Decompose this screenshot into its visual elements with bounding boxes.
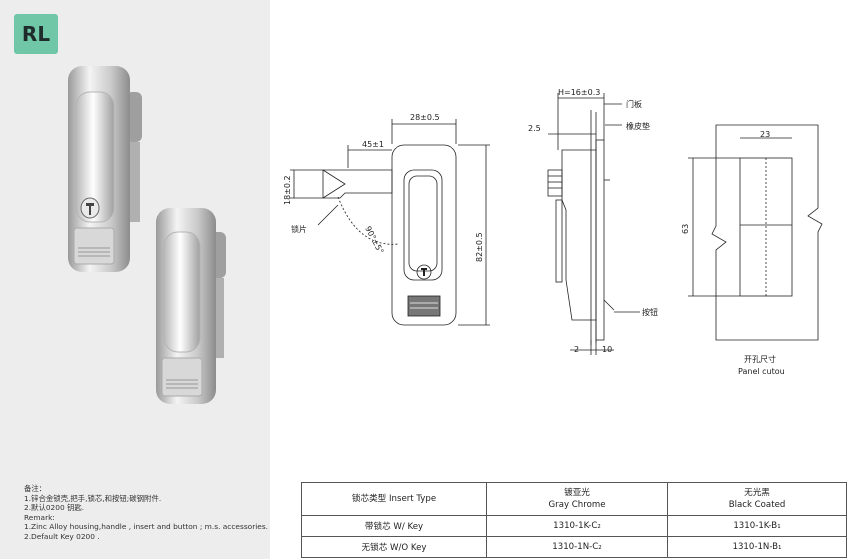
series-badge-label: RL	[21, 22, 51, 46]
dim-28: 28±0.5	[410, 113, 440, 122]
angle-label: 90°±5°	[363, 225, 385, 256]
side-view	[547, 93, 640, 355]
panel-cutout-view	[688, 124, 823, 341]
header-black-coated: 无光黑 Black Coated	[667, 482, 847, 516]
remarks: 备注： 1.锌合金锁壳,把手,锁芯,和按钮;碳钢附件. 2.默认0200 钥匙.…	[24, 484, 269, 542]
dim-h16: H=16±0.3	[558, 88, 600, 97]
dim-23: 23	[760, 130, 770, 139]
door-panel-label: 门板	[626, 99, 642, 109]
product-panel: RL	[0, 0, 270, 559]
cell-black: 1310-1N-B₁	[667, 536, 847, 558]
table-row: 无锁芯 W/O Key 1310-1N-C₂ 1310-1N-B₁	[301, 536, 847, 558]
button-label: 按钮	[642, 307, 658, 317]
spec-table: 锁芯类型 Insert Type 镀亚光 Gray Chrome 无光黑 Bla…	[301, 482, 847, 558]
cell-gray: 1310-1N-C₂	[486, 536, 668, 558]
lock-without-key-photo	[156, 208, 226, 404]
cell-type: 无锁芯 W/O Key	[301, 536, 487, 558]
cell-gray: 1310-1K-C₂	[486, 515, 668, 537]
remark-line: 2.默认0200 钥匙.	[24, 503, 85, 513]
latch-label: 锁片	[291, 224, 307, 234]
dim-82: 82±0.5	[475, 232, 484, 262]
remark-line: 备注：	[24, 484, 47, 493]
cutout-label-cn: 开孔尺寸	[744, 354, 776, 364]
gasket-label: 橡皮垫	[626, 121, 650, 131]
cell-black: 1310-1K-B₁	[667, 515, 847, 537]
front-view	[290, 119, 490, 326]
remark-line: 1.Zinc Alloy housing,handle , insert and…	[24, 522, 269, 532]
dim-45: 45±1	[362, 140, 384, 149]
series-badge: RL	[14, 14, 58, 54]
header-insert-type: 锁芯类型 Insert Type	[301, 482, 487, 516]
table-row: 带锁芯 W/ Key 1310-1K-C₂ 1310-1K-B₁	[301, 515, 847, 537]
remark-line: 2.Default Key 0200 .	[24, 531, 100, 541]
dim-10: 10	[602, 345, 612, 354]
cutout-label-en: Panel cutou	[738, 367, 785, 376]
remark-line: Remark:	[24, 512, 55, 522]
dim-18: 18±0.2	[283, 175, 292, 205]
table-header-row: 锁芯类型 Insert Type 镀亚光 Gray Chrome 无光黑 Bla…	[301, 482, 847, 516]
cell-type: 带锁芯 W/ Key	[301, 515, 487, 537]
header-gray-chrome: 镀亚光 Gray Chrome	[486, 482, 668, 516]
lock-with-key-photo	[68, 66, 142, 272]
dim-2-5: 2.5	[528, 124, 541, 133]
dim-63: 63	[681, 224, 690, 234]
technical-drawing: 45±1 28±0.5 18±0.2 82±0.5 90°±5° 锁片 H=16…	[283, 88, 823, 376]
dim-2: 2	[574, 345, 579, 354]
remark-line: 1.锌合金锁壳,把手,锁芯,和按钮;碳钢附件.	[24, 493, 162, 503]
